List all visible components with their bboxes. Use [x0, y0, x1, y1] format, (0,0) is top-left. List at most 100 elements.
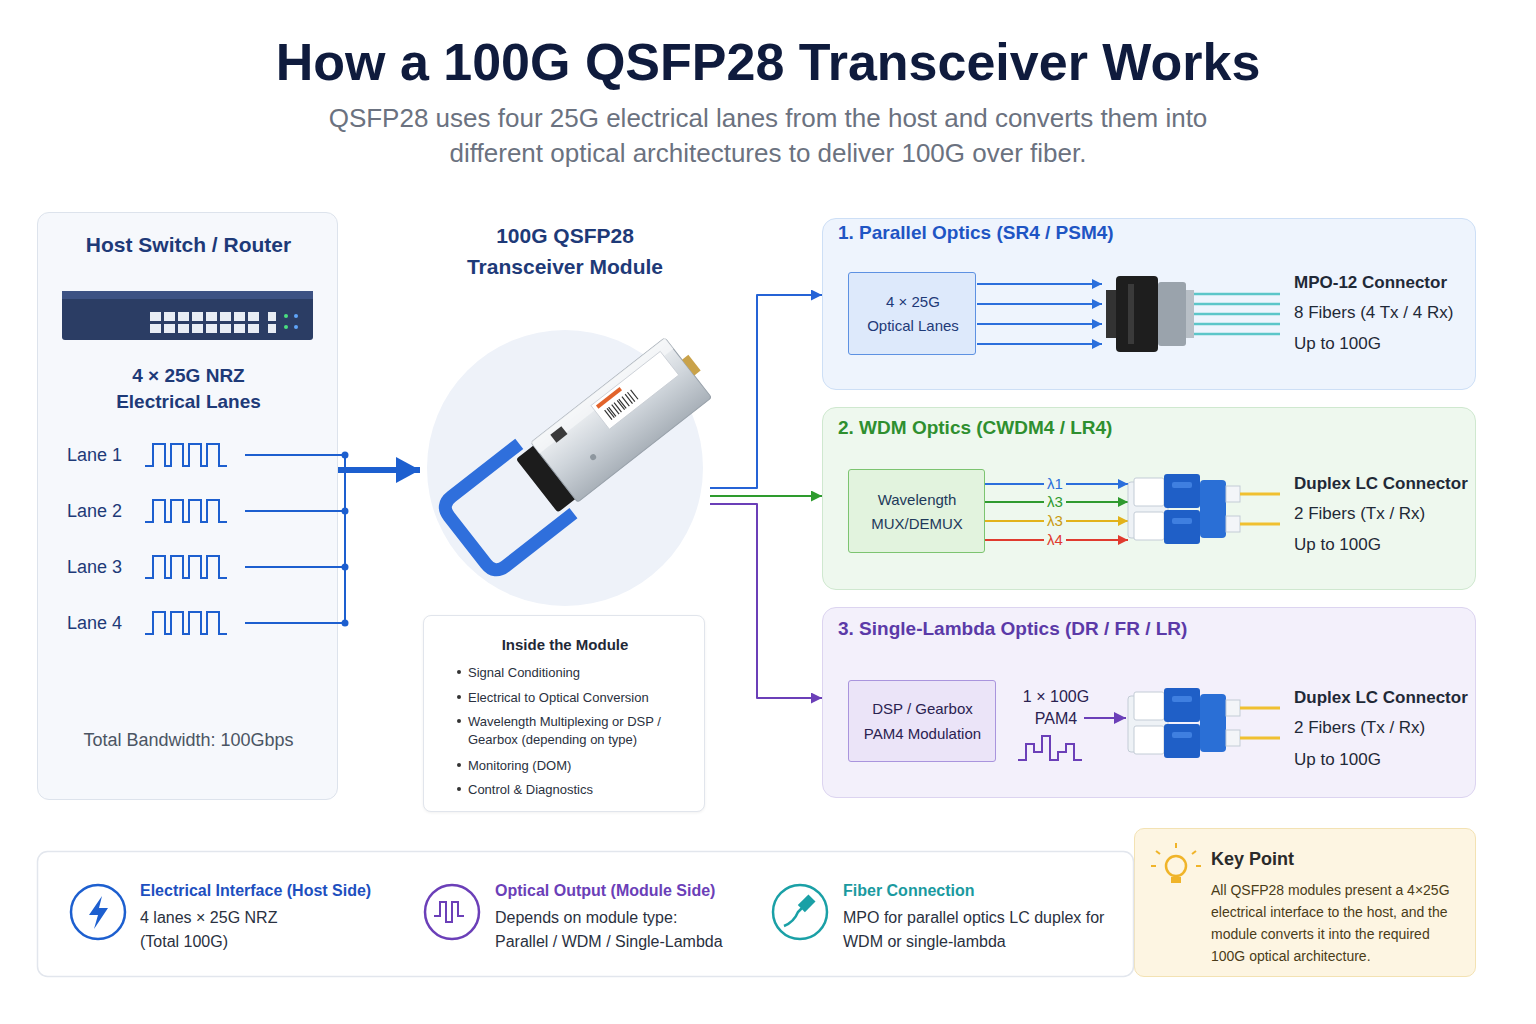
- node-heading: Inside the Module: [424, 635, 706, 655]
- summary-bar: [38, 852, 1134, 977]
- node-heading: 100G QSFP28 Transceiver Module: [465, 220, 665, 282]
- bullet-dot: [457, 787, 461, 791]
- mpo-connector: [1106, 276, 1280, 352]
- process-box: DSP / Gearbox PAM4 Modulation: [848, 680, 996, 762]
- lane-wires: [245, 566, 345, 568]
- wavelength-lines: [985, 484, 1128, 540]
- text-slot: Optical Output (Module Side): [495, 880, 757, 902]
- node-text: Signal Conditioning: [468, 664, 696, 682]
- mpo-connector: [1186, 290, 1194, 338]
- text-slot: Electrical Interface (Host Side): [140, 880, 405, 902]
- module-illustration: [531, 338, 712, 503]
- module-illustration: [516, 442, 580, 513]
- bulb-icon: [1166, 856, 1186, 876]
- option-panel: 1. Parallel Optics (SR4 / PSM4) MPO-12 Co…: [822, 218, 1476, 390]
- text-slot: Lane 4: [67, 612, 137, 634]
- module-illustration: [591, 351, 679, 429]
- module-illustration: [440, 444, 573, 575]
- bullet-dot: [457, 763, 461, 767]
- waveform-icon: [434, 902, 464, 922]
- wavelength-lines: [985, 520, 1128, 522]
- mpo-connector: [1194, 294, 1280, 334]
- text-slot: 4 lanes × 25G NRZ (Total 100G): [140, 906, 305, 954]
- nrz-waveform: [145, 444, 227, 466]
- switch-illustration: [284, 325, 288, 329]
- bulb-icon: [1192, 851, 1196, 854]
- parallel-lanes: [977, 283, 1102, 285]
- text-slot: 1. Parallel Optics (SR4 / PSM4): [838, 220, 1398, 246]
- text-slot: Control & Diagnostics: [468, 781, 696, 799]
- node-text: Electrical to Optical Conversion: [468, 689, 696, 707]
- switch-illustration: [268, 312, 276, 321]
- process-box: 4 × 25G Optical Lanes: [848, 272, 976, 355]
- wavelength-label: λ4: [1044, 531, 1066, 549]
- pam4-signal: [1018, 736, 1082, 760]
- node-text: 4 × 25G NRZ Electrical Lanes: [98, 363, 279, 415]
- text-slot: Wavelength MUX/DEMUX: [862, 488, 972, 536]
- text-slot: 4 × 25G NRZ Electrical Lanes: [98, 363, 279, 415]
- text-slot: How a 100G QSFP28 Transceiver Works: [0, 30, 1536, 94]
- text-slot: 3. Single-Lambda Optics (DR / FR / LR): [838, 616, 1398, 642]
- bulb-icon: [1156, 851, 1160, 854]
- switch-illustration: [150, 312, 259, 336]
- key-point-box: Key PointAll QSFP28 modules present a 4×…: [1134, 828, 1476, 977]
- wavelength-label: λ1: [1044, 475, 1066, 493]
- switch-illustration: [294, 314, 298, 318]
- node-heading: 2. WDM Optics (CWDM4 / LR4): [838, 415, 1398, 441]
- module-illustration: [531, 338, 674, 454]
- node-heading: Electrical Interface (Host Side): [140, 880, 405, 902]
- node-heading: 1. Parallel Optics (SR4 / PSM4): [838, 220, 1398, 246]
- mpo-connector: [1194, 303, 1280, 306]
- bulb-icon: [1171, 877, 1181, 883]
- node-heading: 4 × 25G Optical Lanes: [864, 290, 962, 338]
- waveform-icon: [425, 885, 479, 939]
- text-slot: All QSFP28 modules present a 4×25G elect…: [1211, 879, 1466, 967]
- node-heading: Host Switch / Router: [38, 231, 339, 259]
- mpo-connector: [1128, 284, 1134, 344]
- node-heading: Fiber Connection: [843, 880, 1125, 902]
- node-text: Up to 100G: [1294, 333, 1472, 355]
- connector-arrow: [710, 495, 822, 497]
- module-illustration: [589, 453, 597, 461]
- summary-item: Fiber ConnectionMPO for parallel optics …: [843, 875, 1125, 964]
- text-slot: Wavelength Multiplexing or DSP / Gearbox…: [468, 713, 696, 749]
- module-illustration: [682, 355, 701, 376]
- mpo-connector: [1158, 282, 1186, 346]
- text-slot: Inside the Module: [424, 635, 706, 655]
- bulb-icon: [1151, 865, 1156, 867]
- node-text: Total Bandwidth: 100Gbps: [38, 729, 339, 751]
- lc-connector: [1128, 474, 1280, 544]
- bulb-icon: [1196, 865, 1201, 867]
- node-heading: Key Point: [1211, 847, 1461, 871]
- text-slot: 100G QSFP28 Transceiver Module: [465, 220, 665, 282]
- parallel-lanes: [977, 343, 1102, 345]
- wavelength-lines: [985, 483, 1128, 485]
- text-slot: Depends on module type: Parallel / WDM /…: [495, 906, 733, 954]
- lane-wires: [343, 453, 348, 458]
- module-illustration: [440, 328, 721, 575]
- mpo-connector: [1194, 323, 1280, 326]
- fiber-icon: [773, 885, 827, 939]
- module-illustration: [596, 387, 622, 409]
- node-text: Up to 100G: [1294, 534, 1472, 556]
- bulb-icon: [1151, 843, 1201, 866]
- text-slot: Host Switch / Router: [38, 231, 339, 259]
- lane-label: Lane 1: [67, 444, 137, 466]
- lane-wires: [245, 454, 345, 456]
- text-slot: Up to 100G: [1294, 534, 1472, 556]
- lane-wires: [245, 510, 345, 512]
- text-slot: MPO-12 Connector: [1294, 272, 1472, 294]
- lane-wires: [343, 509, 348, 514]
- lane-label: Lane 3: [67, 556, 137, 578]
- text-slot: 2 Fibers (Tx / Rx): [1294, 717, 1472, 739]
- fiber-icon: [798, 895, 816, 913]
- text-slot: 4 × 25G Optical Lanes: [864, 290, 962, 338]
- bullet-dot: [457, 670, 461, 791]
- parallel-lanes: [977, 284, 1102, 344]
- bullet-dot: [457, 670, 461, 674]
- text-slot: Key Point: [1211, 847, 1461, 871]
- text-slot: Total Bandwidth: 100Gbps: [38, 729, 339, 751]
- connector-arrow: [338, 467, 420, 473]
- lane-wires: [245, 453, 348, 626]
